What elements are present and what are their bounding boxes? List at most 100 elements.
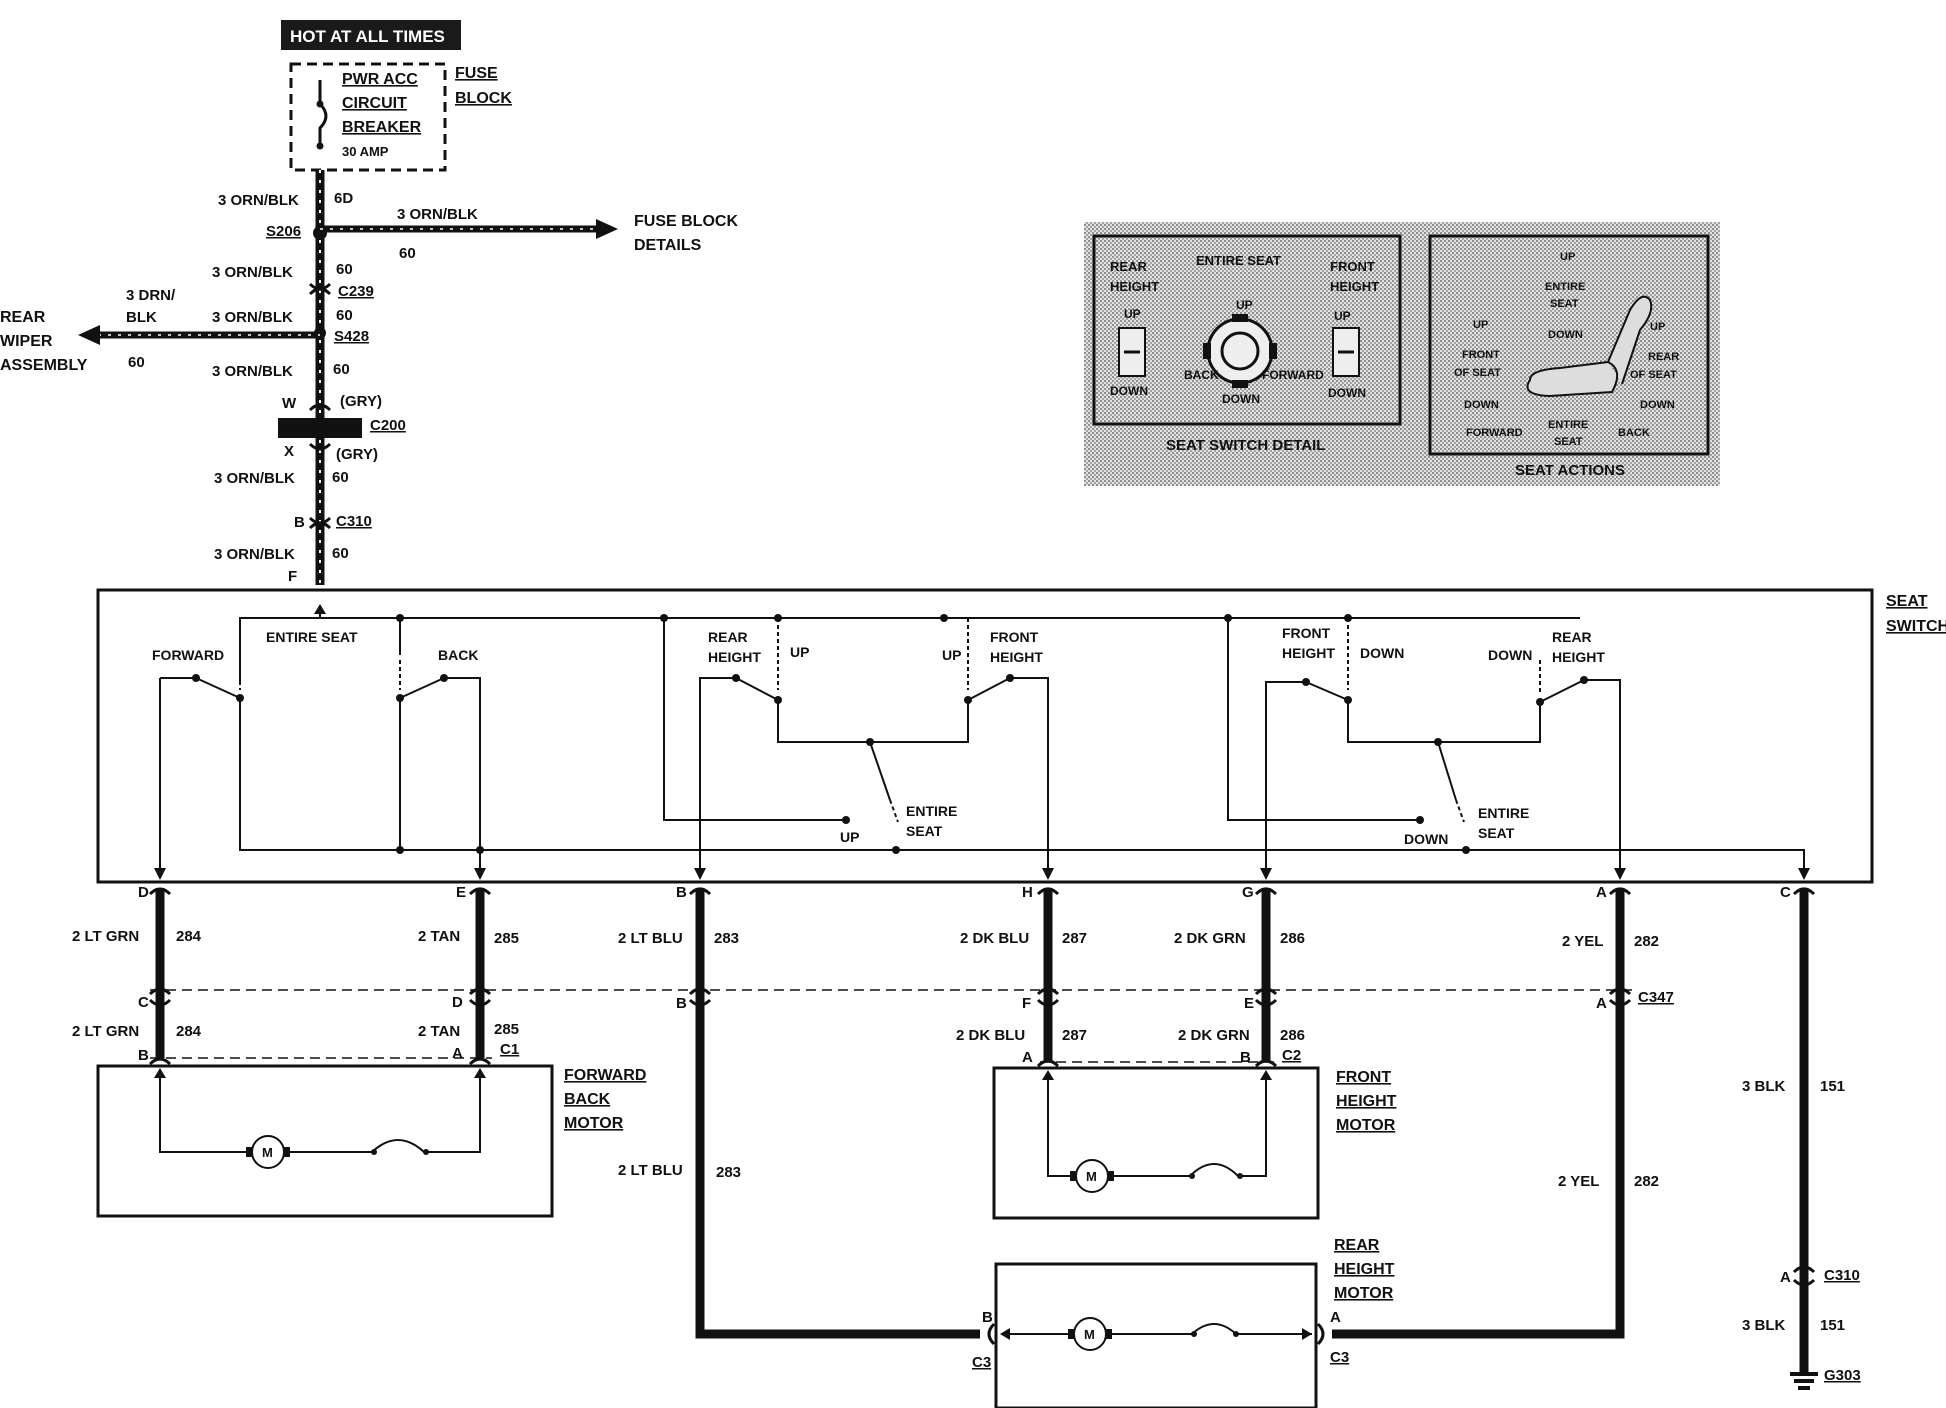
hot-label: HOT AT ALL TIMES [290,27,445,46]
rh-motor-label-2: HEIGHT [1334,1261,1395,1278]
rh-arrow-r [1302,1328,1312,1340]
breaker-terminal-top [316,100,324,108]
fb-motor-label-2: BACK [564,1091,611,1108]
sec1-fh-blade [967,677,1011,701]
actions-front: FRONT [1462,349,1500,361]
arrow-fuse-details [596,219,618,239]
c3-label-right: C3 [1330,1349,1349,1366]
c2-humps [1036,1059,1278,1068]
switch-up-2: UP [942,647,961,663]
switch-sec1-entire-1: ENTIRE [906,803,957,819]
fuse-line1: PWR ACC [342,71,418,88]
inset-front-up: UP [1334,309,1351,323]
sw-pin-b: B [676,884,687,901]
c3-left-hump [987,1322,996,1346]
label-284-2: 284 [176,1023,202,1040]
breaker-terminal-bottom [316,142,324,150]
actions-rear-up: UP [1650,321,1665,333]
label-blk-2: 3 BLK [1742,1317,1786,1334]
label-dk-blu-2: 2 DK BLU [956,1027,1025,1044]
label-lt-blu-1: 2 LT BLU [618,930,683,947]
connector-c200-label: C200 [370,417,406,434]
entire-seat-knob-inner [1220,331,1260,371]
sec2-fh-blade [1305,681,1349,701]
sec1-entire-dash [889,799,899,823]
wire-label-orn-branch: 3 ORN/BLK [397,206,478,223]
circuit-breaker-symbol [318,80,328,146]
forward-back-motor-box [96,1064,554,1218]
switch-forward: FORWARD [152,647,224,663]
connector-c239-symbol [308,282,332,296]
inset-rear-down: DOWN [1110,384,1148,398]
label-282-1: 282 [1634,933,1659,950]
fh-breaker [1114,1163,1242,1177]
c347-pin-e: E [1244,995,1254,1012]
label-yel-2: 2 YEL [1558,1173,1599,1190]
bus-node-1 [396,614,404,622]
actions-bottom-seat: SEAT [1554,436,1583,448]
rear-wiper-3: ASSEMBLY [0,357,88,374]
c347-pin-c: C [138,994,149,1011]
fb-breaker-pt2 [423,1149,429,1155]
inset-center-up: UP [1236,298,1253,312]
sec2-bottom-node [1462,846,1470,854]
fh-motor-label-2: HEIGHT [1336,1093,1397,1110]
actions-rear-down: DOWN [1640,399,1675,411]
c3-pin-b: B [982,1309,993,1326]
switch-sec1-up: UP [840,829,859,845]
rh-motor-label-1: REAR [1334,1237,1380,1254]
sec2-entire-dash [1455,799,1465,823]
fh-motor-brush-r [1108,1171,1114,1181]
splice-s206-label: S206 [266,223,301,240]
c200-gry-top: (GRY) [340,393,382,410]
fuse-line3: BREAKER [342,119,422,136]
fb-arrow-r [474,1068,486,1078]
switch-front-height-2a: FRONT [1282,625,1331,641]
arrow-pin-h [1042,868,1054,880]
sec2-down-contact [1416,816,1424,824]
knob-tab-left [1203,343,1211,359]
bus-node-4 [940,614,948,622]
connector-c1-label: C1 [500,1041,519,1058]
seat-illustration [1526,295,1653,398]
rh-motor-label-3: MOTOR [1334,1285,1394,1302]
label-151-2: 151 [1820,1317,1845,1334]
return-node-1 [396,846,404,854]
label-286-1: 286 [1280,930,1305,947]
fb-return-bus [239,698,1805,870]
switch-front-height-1a: FRONT [990,629,1039,645]
switch-back: BACK [438,647,478,663]
fuse-block-label-1: FUSE [455,65,498,82]
connector-c239-label: C239 [338,283,374,300]
actions-bottom-entire: ENTIRE [1548,419,1588,431]
connector-c200-upper [308,403,332,412]
wire-282 [1332,888,1625,1339]
rh-motor-brush-l [1068,1329,1074,1339]
inset-rear-1: REAR [1110,259,1147,274]
sec1-rh-out [699,677,736,870]
fb-motor-brush-r [284,1147,290,1157]
arrow-rear-wiper [78,325,100,345]
fh-motor-m: M [1086,1169,1097,1184]
fb-motor-m: M [262,1145,273,1160]
fuse-block-details-2: DETAILS [634,237,702,254]
arrow-pin-b [694,868,706,880]
wire-label-orn-3b: BLK [126,309,157,326]
actions-up-top: UP [1560,251,1575,263]
switch-rear-height-1a: REAR [708,629,748,645]
label-282-2: 282 [1634,1173,1659,1190]
wire-ckt-60-1: 6D [334,190,353,207]
wire-label-orn-1: 3 ORN/BLK [218,192,299,209]
wire-label-orn-2: 3 ORN/BLK [212,264,293,281]
connector-c2-label: C2 [1282,1047,1301,1064]
seat-switch-label-1: SEAT [1886,593,1928,610]
c1-pin-b: B [138,1047,149,1064]
switch-sec1-entire-2: SEAT [906,823,943,839]
wire-ckt-60-5: 60 [332,469,349,486]
label-lt-grn-1: 2 LT GRN [72,928,139,945]
wire-label-orn-6: 3 ORN/BLK [214,546,295,563]
wire-ckt-60-branch: 60 [399,245,416,262]
c310-bottom-pin-a: A [1780,1269,1791,1286]
c347-pin-f: F [1022,995,1031,1012]
